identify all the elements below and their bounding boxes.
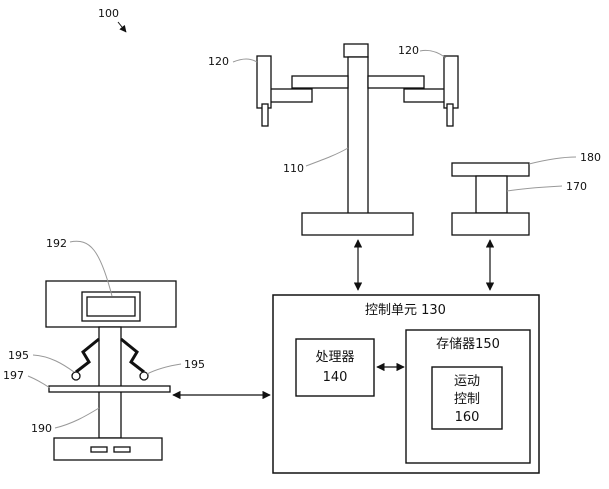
column-device [451, 162, 530, 236]
foot-pedal-left [90, 446, 108, 453]
right-controller-linkage [120, 337, 145, 374]
leader-120-left [232, 58, 258, 63]
left-instrument-holder [256, 55, 272, 109]
label-120-left: 120 [208, 55, 229, 68]
label-190: 190 [31, 422, 52, 435]
robot-tower [256, 43, 459, 236]
motion-label-1: 运动 [454, 374, 480, 389]
right-arm-upper [367, 75, 425, 89]
display-screen [86, 296, 136, 317]
leader-110 [305, 147, 349, 167]
hand-controllers [75, 337, 145, 374]
top-plate-180 [451, 162, 530, 177]
column-170 [475, 175, 508, 214]
left-controller-linkage [75, 337, 100, 374]
processor-box [295, 338, 375, 397]
label-100: 100 [98, 7, 119, 20]
console-base [53, 437, 163, 461]
right-instrument [446, 103, 454, 127]
leader-195-left [32, 354, 75, 373]
armrest-platform [48, 385, 171, 393]
left-arm-upper [291, 75, 349, 89]
motion-ref: 160 [455, 410, 480, 425]
leader-170 [506, 185, 563, 192]
label-192: 192 [46, 237, 67, 250]
column-base [451, 212, 530, 236]
right-arm-lower [403, 88, 447, 103]
label-195-right: 195 [184, 358, 205, 371]
foot-pedal-right [113, 446, 131, 453]
right-instrument-holder [443, 55, 459, 109]
processor-ref: 140 [323, 370, 348, 385]
left-instrument [261, 103, 269, 127]
leader-120-right [419, 49, 447, 59]
left-grip [71, 371, 81, 381]
surgeon-console [45, 280, 177, 461]
leader-190 [54, 407, 100, 429]
memory-label: 存储器150 [436, 337, 500, 352]
tower-base [301, 212, 414, 236]
leader-195-right [146, 363, 182, 375]
motion-control-box [431, 366, 503, 430]
label-195-left: 195 [8, 349, 29, 362]
label-197: 197 [3, 369, 24, 382]
label-170: 170 [566, 180, 587, 193]
leader-180 [528, 156, 577, 165]
left-arm-lower [269, 88, 313, 103]
right-grip [139, 371, 149, 381]
label-180: 180 [580, 151, 601, 164]
leader-197 [27, 375, 51, 389]
arrow-100 [117, 21, 127, 33]
label-120-right: 120 [398, 44, 419, 57]
tower-column [347, 56, 369, 215]
control-unit-title: 控制单元 130 [365, 303, 446, 318]
console-post [98, 326, 122, 439]
leader-192 [69, 240, 113, 297]
motion-label-2: 控制 [454, 392, 480, 407]
tower-cap [343, 43, 369, 58]
label-110: 110 [283, 162, 304, 175]
processor-label: 处理器 [315, 350, 354, 365]
